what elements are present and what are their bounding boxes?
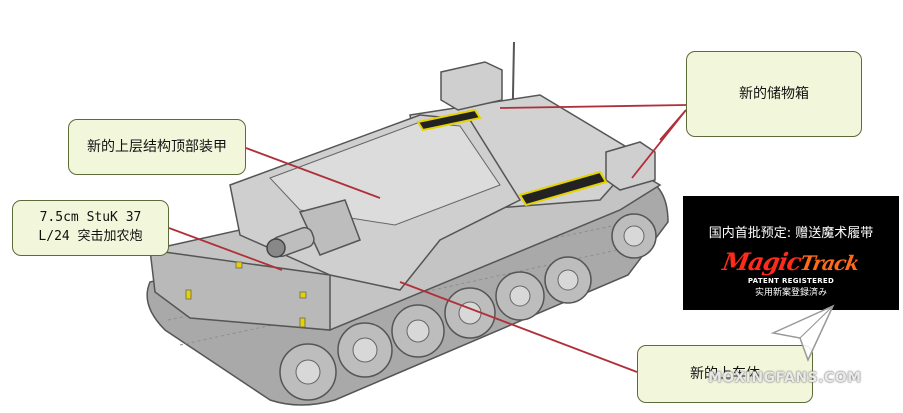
paper-plane-icon (770, 304, 835, 362)
gun-muzzle (266, 238, 286, 258)
storage-box-left (440, 61, 503, 111)
logo-main: Magic (720, 247, 804, 276)
callout-storage-box: 新的储物箱 (686, 51, 862, 137)
callout-upper-hull: 新的上车体 (637, 345, 813, 403)
leader-lines (168, 104, 687, 373)
callout-gun-line2: L/24 突击加农炮 (38, 229, 143, 244)
patent-jp-text: 实用新案登録済み (754, 288, 827, 298)
highlight-hatch-side (518, 170, 608, 207)
callout-gun: 7.5cm StuK 37 L/24 突击加农炮 (12, 200, 169, 256)
magic-track-logo: MagicTrack (721, 247, 862, 276)
watermark: MOXINGFANS.COM (708, 370, 862, 386)
front-glacis (149, 249, 331, 331)
callout-roof-armor-label: 新的上层结构顶部装甲 (87, 138, 227, 155)
highlight-hatch-rear (416, 108, 482, 132)
promo-banner: 国内首批预定: 赠送魔术履带 MagicTrack PATENT REGISTE… (683, 196, 899, 310)
storage-box-right (605, 141, 656, 191)
callout-storage-box-label: 新的储物箱 (739, 85, 809, 102)
patent-text: PATENT REGISTERED (747, 277, 835, 285)
callout-gun-line1: 7.5cm StuK 37 (39, 210, 142, 226)
callout-roof-armor: 新的上层结构顶部装甲 (68, 119, 246, 175)
logo-sub: Track (798, 251, 861, 275)
callout-upper-hull-label: 新的上车体 (690, 365, 760, 382)
promo-title: 国内首批预定: 赠送魔术履带 (708, 226, 874, 241)
tow-hooks (185, 261, 307, 328)
